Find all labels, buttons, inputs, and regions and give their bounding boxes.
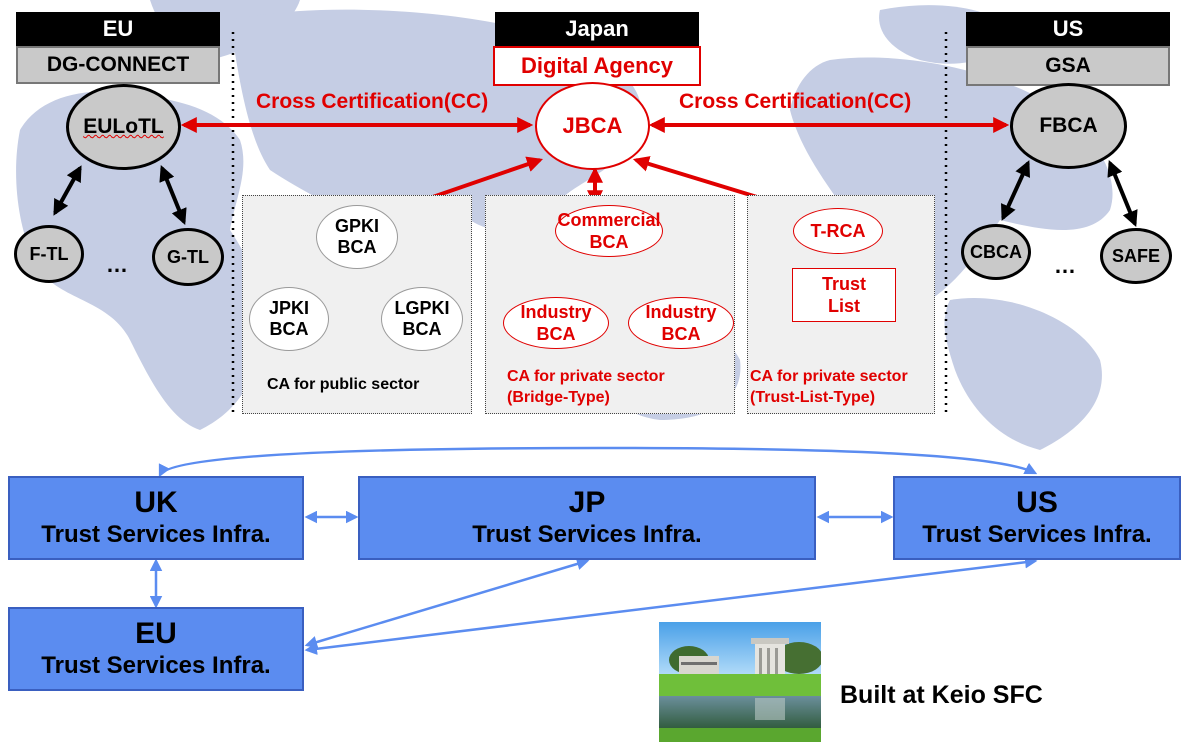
jp-infra-subtitle: Trust Services Infra. (472, 521, 702, 548)
industry2-line2: BCA (661, 324, 701, 344)
ftl-node: F-TL (14, 225, 84, 283)
uk-infra-subtitle: Trust Services Infra. (41, 521, 271, 548)
jp-infra-title: JP (568, 486, 606, 519)
us-infra-title: US (1016, 486, 1058, 519)
gtl-label: G-TL (167, 246, 209, 267)
japan-authority: Digital Agency (493, 46, 701, 86)
cc-label-left: Cross Certification(CC) (256, 90, 489, 113)
cbca-node: CBCA (961, 224, 1031, 280)
industry2-line1: Industry (645, 302, 717, 322)
bridge-caption-line1: CA for private sector (507, 368, 665, 385)
fbca-label: FBCA (1039, 113, 1098, 137)
jbca-node: JBCA (535, 82, 650, 170)
bridge-caption-line2: (Bridge-Type) (507, 389, 610, 406)
trust-list-line1: Trust (821, 274, 866, 294)
trust-list-panel-caption: CA for private sector (Trust-List-Type) (750, 366, 908, 408)
trust-list-line2: List (827, 296, 860, 316)
gpki-line2: BCA (337, 237, 377, 257)
uk-infra-title: UK (134, 486, 178, 519)
us-infra-subtitle: Trust Services Infra. (922, 521, 1152, 548)
eu-header: EU (16, 12, 220, 46)
lgpki-line1: LGPKI (394, 298, 450, 319)
trustlist-caption-line2: (Trust-List-Type) (750, 389, 876, 406)
arrow-euloTL-ftl (53, 165, 82, 216)
cbca-label: CBCA (970, 241, 1022, 262)
us-header: US (966, 12, 1170, 46)
gtl-node: G-TL (152, 228, 224, 286)
fbca-node: FBCA (1010, 83, 1127, 169)
industry1-line1: Industry (520, 302, 592, 322)
photo-caption: Built at Keio SFC (840, 681, 1043, 709)
bridge-panel-caption: CA for private sector (Bridge-Type) (507, 366, 665, 408)
jpki-line2: BCA (269, 319, 309, 339)
safe-node: SAFE (1100, 228, 1172, 284)
japan-header: Japan (495, 12, 699, 46)
eu-infra-box: EU Trust Services Infra. (8, 607, 304, 691)
cc-label-right: Cross Certification(CC) (679, 90, 912, 113)
gpki-line1: GPKI (334, 216, 379, 237)
ftl-label: F-TL (29, 243, 69, 264)
arrow-fbca-safe (1107, 160, 1138, 227)
link-uk-us (158, 446, 1038, 478)
commercial-line2: BCA (589, 232, 629, 252)
euloTL-label: EULoTL (83, 114, 164, 138)
trca-label: T-RCA (810, 220, 866, 241)
jp-infra-box: JP Trust Services Infra. (358, 476, 816, 560)
lgpki-line2: BCA (402, 319, 442, 339)
arrow-euloTL-gtl (159, 165, 187, 225)
eu-infra-subtitle: Trust Services Infra. (41, 652, 271, 679)
public-panel-caption: CA for public sector (267, 376, 420, 393)
arrow-fbca-cbca (1001, 160, 1030, 221)
us-authority: GSA (966, 46, 1170, 86)
jpki-line1: JPKI (268, 298, 310, 319)
commercial-line1: Commercial (557, 210, 661, 230)
trustlist-caption-line1: CA for private sector (750, 368, 908, 385)
safe-label: SAFE (1111, 245, 1160, 266)
us-infra-box: US Trust Services Infra. (893, 476, 1181, 560)
eu-infra-title: EU (135, 617, 177, 650)
industry1-line2: BCA (536, 324, 576, 344)
us-ellipsis: … (1054, 253, 1076, 278)
keio-sfc-campus-photo (659, 622, 821, 742)
eu-authority: DG-CONNECT (16, 46, 220, 84)
trust-list-document: Trust List (792, 268, 896, 322)
link-us-eu (304, 556, 1038, 655)
eu-ellipsis: … (106, 252, 128, 277)
trca-node: T-RCA (793, 208, 883, 254)
uk-infra-box: UK Trust Services Infra. (8, 476, 304, 560)
jbca-label: JBCA (562, 113, 623, 139)
euloTL-node: EULoTL (66, 84, 181, 170)
